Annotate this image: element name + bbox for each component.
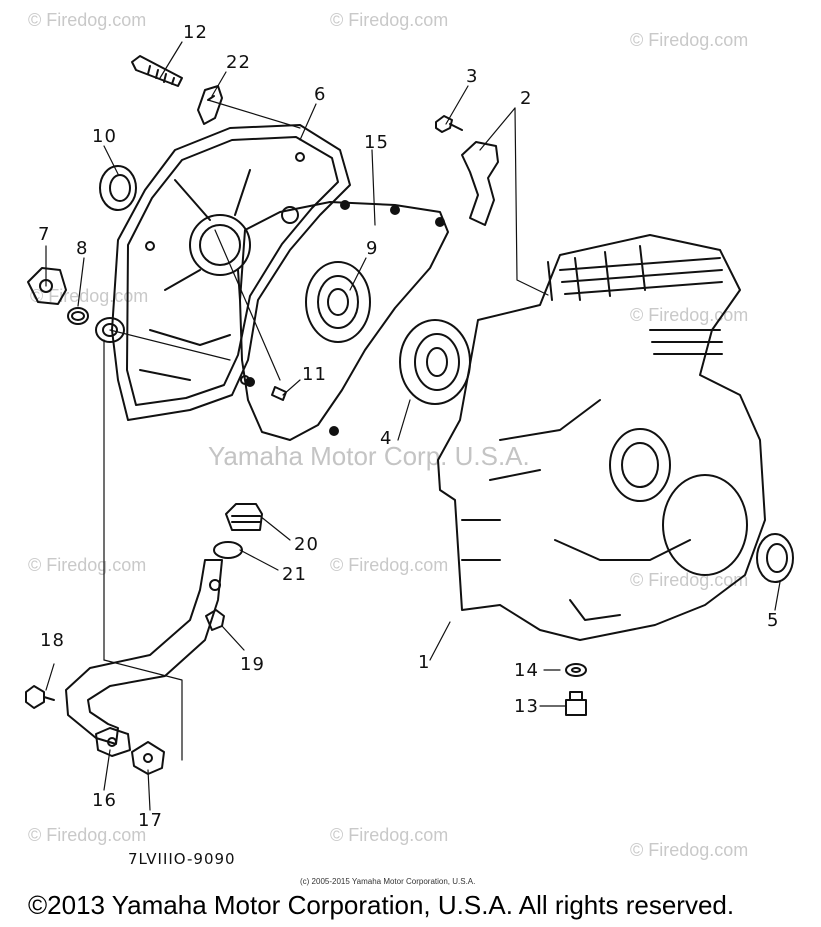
callout-20: 20 — [294, 534, 319, 555]
watermark: © Firedog.com — [330, 555, 449, 575]
watermark: © Firedog.com — [28, 825, 147, 845]
callout-14: 14 — [514, 660, 539, 681]
watermark: © Firedog.com — [630, 30, 749, 50]
watermark: © Firedog.com — [28, 10, 147, 30]
callout-9: 9 — [366, 238, 379, 259]
oil-pipe — [65, 559, 223, 745]
o-ring-21 — [213, 541, 243, 559]
crankcase — [437, 234, 766, 641]
oil-seal-5 — [756, 533, 794, 583]
watermark: © Firedog.com — [28, 555, 147, 575]
callout-5: 5 — [767, 610, 780, 631]
watermark: © Firedog.com — [330, 10, 449, 30]
bolt-18 — [25, 685, 55, 709]
bearing-9 — [305, 261, 371, 343]
copyright-notice: ©2013 Yamaha Motor Corporation, U.S.A. A… — [28, 890, 735, 920]
callout-10: 10 — [92, 126, 117, 147]
callout-8: 8 — [76, 238, 89, 259]
callout-2: 2 — [520, 88, 533, 109]
clamp-22 — [197, 85, 223, 125]
gasket-17 — [131, 741, 165, 775]
oil-seal-10 — [99, 165, 137, 211]
small-copyright: (c) 2005-2015 Yamaha Motor Corporation, … — [300, 877, 476, 886]
bolt-3 — [435, 115, 463, 133]
leader-lines — [45, 41, 781, 811]
washer-14 — [565, 663, 587, 677]
bolt-11 — [271, 386, 287, 401]
callout-22: 22 — [226, 52, 251, 73]
callout-12: 12 — [183, 22, 208, 43]
callout-6: 6 — [314, 84, 327, 105]
gasket-16 — [95, 727, 131, 757]
crankcase-cover — [111, 124, 351, 421]
bolt-12 — [131, 55, 183, 87]
bearing-4 — [399, 319, 471, 405]
callout-16: 16 — [92, 790, 117, 811]
callout-1: 1 — [418, 652, 431, 673]
watermark: © Firedog.com — [330, 825, 449, 845]
drain-plug-13 — [565, 691, 587, 716]
callout-4: 4 — [380, 428, 393, 449]
dowel-boss — [95, 317, 125, 343]
diagram-code: 7LVIIIO-9090 — [128, 850, 236, 868]
callout-15: 15 — [364, 132, 389, 153]
bracket-2 — [461, 141, 499, 226]
center-watermark: Yamaha Motor Corp. U.S.A. — [208, 441, 530, 471]
filler-cap-20 — [225, 503, 263, 531]
callout-11: 11 — [302, 364, 327, 385]
callout-19: 19 — [240, 654, 265, 675]
watermark: © Firedog.com — [630, 570, 749, 590]
callout-21: 21 — [282, 564, 307, 585]
callout-18: 18 — [40, 630, 65, 651]
plug-7 — [27, 267, 67, 305]
exploded-view-drawing — [25, 41, 794, 811]
callout-7: 7 — [38, 224, 51, 245]
watermark: © Firedog.com — [630, 840, 749, 860]
callout-3: 3 — [466, 66, 479, 87]
gasket — [239, 200, 449, 441]
callout-13: 13 — [514, 696, 539, 717]
o-ring-8 — [67, 307, 89, 325]
callout-17: 17 — [138, 810, 163, 831]
